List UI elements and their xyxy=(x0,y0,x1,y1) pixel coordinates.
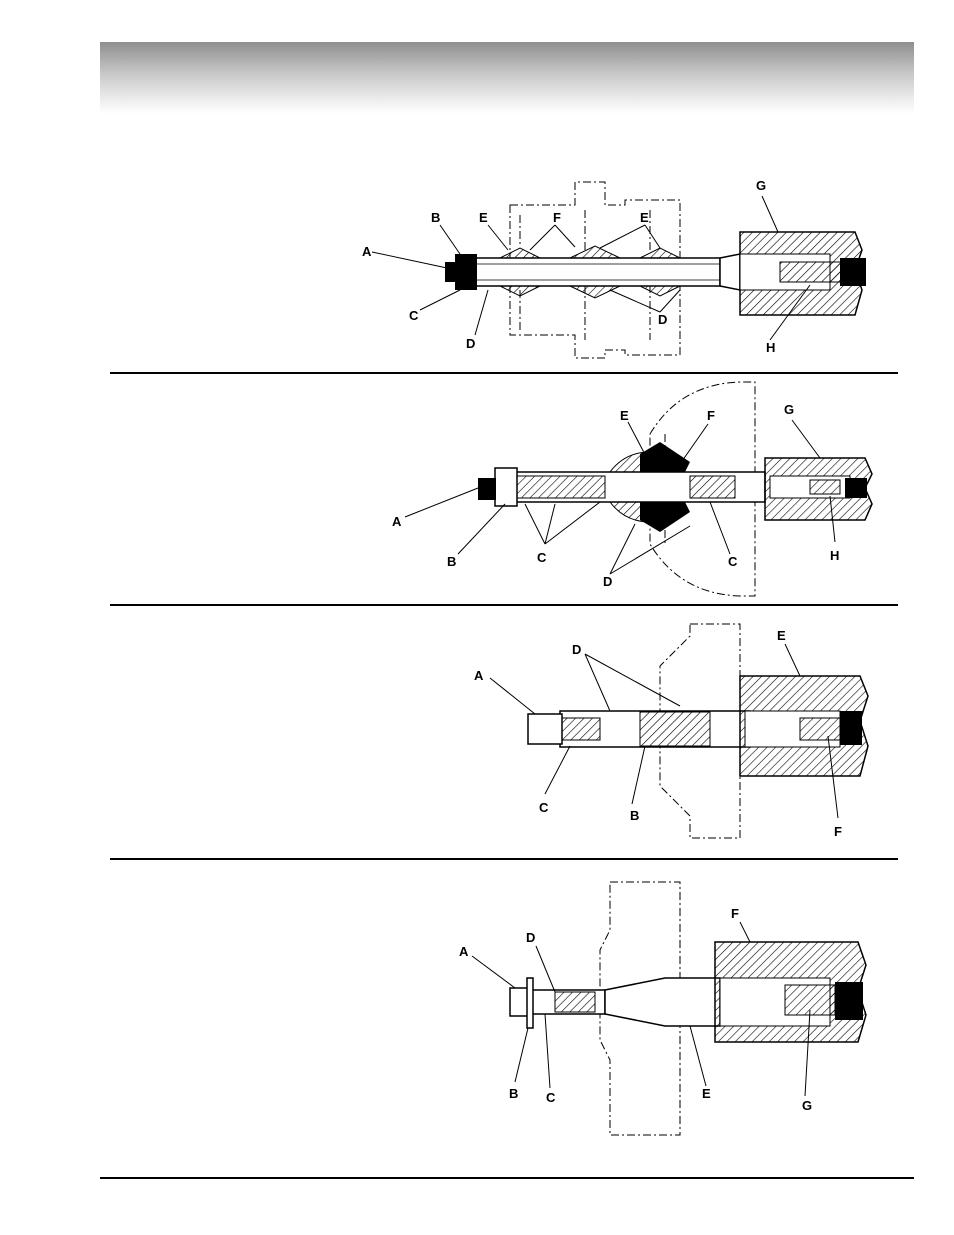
fig2-label-c-right: C xyxy=(728,554,738,569)
fig3-label-c: C xyxy=(539,800,549,815)
fig4-label-g: G xyxy=(802,1098,812,1113)
fig4-label-a: A xyxy=(459,944,469,959)
figure-2-diagram: A B C C D E F G H xyxy=(0,374,954,604)
figure-3-diagram: A B C D E F xyxy=(0,606,954,858)
fig2-label-e: E xyxy=(620,408,629,423)
fig2-label-c-left: C xyxy=(537,550,547,565)
fig4-label-e: E xyxy=(702,1086,711,1101)
fig4-label-d: D xyxy=(526,930,535,945)
fig1-label-d-right: D xyxy=(658,312,667,327)
fig2-label-f: F xyxy=(707,408,715,423)
fig1-label-g: G xyxy=(756,178,766,193)
fig2-label-h: H xyxy=(830,548,839,563)
fig1-label-c: C xyxy=(409,308,419,323)
fig1-label-e-right: E xyxy=(640,210,649,225)
fig2-label-g: G xyxy=(784,402,794,417)
fig3-label-e: E xyxy=(777,628,786,643)
fig1-label-h: H xyxy=(766,340,775,355)
fig4-label-b: B xyxy=(509,1086,518,1101)
fig1-label-a: A xyxy=(362,244,372,259)
fig1-label-d: D xyxy=(466,336,475,351)
fig2-label-a: A xyxy=(392,514,402,529)
fig1-label-e-left: E xyxy=(479,210,488,225)
footer-rule xyxy=(100,1177,914,1179)
fig2-label-b: B xyxy=(447,554,456,569)
figure-1-diagram: A B C D E F E D G H xyxy=(0,0,954,372)
figure-4-diagram: A B C D E F G xyxy=(0,860,954,1160)
fig1-label-f: F xyxy=(553,210,561,225)
fig3-label-d: D xyxy=(572,642,581,657)
fig1-label-b: B xyxy=(431,210,440,225)
fig2-label-d: D xyxy=(603,574,612,589)
fig3-label-a: A xyxy=(474,668,484,683)
fig4-label-c: C xyxy=(546,1090,556,1105)
fig3-label-b: B xyxy=(630,808,639,823)
fig3-label-f: F xyxy=(834,824,842,839)
fig4-label-f: F xyxy=(731,906,739,921)
